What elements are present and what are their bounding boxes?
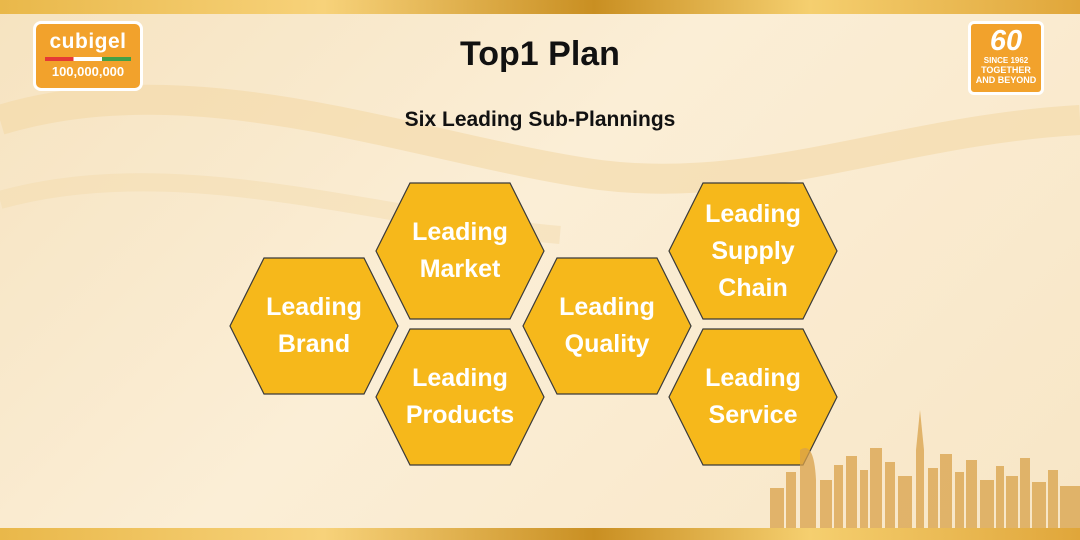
- hex-label-line1: Leading: [705, 199, 801, 228]
- hex-label-line3: Chain: [718, 273, 788, 302]
- hex-leading-products: Leading Products: [375, 328, 545, 466]
- hex-label-line1: Leading: [412, 364, 508, 392]
- hex-label-line2: Quality: [564, 330, 650, 358]
- logo-count-text: 100,000,000: [51, 64, 125, 79]
- top-decorative-band: [0, 0, 1080, 14]
- anniversary-tag-1: TOGETHER: [981, 65, 1031, 75]
- cubigel-logo: cubigel 100,000,000: [33, 21, 143, 91]
- hex-leading-service: Leading Service: [668, 328, 838, 466]
- anniversary-logo: 60 SINCE 1962 TOGETHER AND BEYOND: [968, 21, 1044, 95]
- logo-color-bar: [45, 57, 131, 61]
- page-title: Top1 Plan: [460, 35, 620, 73]
- hex-label-line1: Leading: [412, 218, 508, 246]
- hex-label-line1: Leading: [705, 364, 801, 392]
- hex-leading-supply-chain: Leading Supply Chain: [668, 182, 838, 320]
- hex-leading-quality: Leading Quality: [522, 257, 692, 395]
- city-skyline-decoration: [770, 410, 1080, 528]
- hex-label-line2: Market: [419, 255, 501, 283]
- hex-label-line2: Supply: [711, 236, 795, 265]
- hex-label-line2: Service: [708, 401, 798, 429]
- anniversary-tag-2: AND BEYOND: [975, 75, 1037, 85]
- hex-leading-market: Leading Market: [375, 182, 545, 320]
- hex-label-line2: Brand: [277, 330, 351, 358]
- logo-brand-text: cubigel: [49, 30, 127, 53]
- anniversary-number: 60: [989, 25, 1023, 57]
- hex-label-line1: Leading: [559, 293, 655, 321]
- page-subtitle: Six Leading Sub-Plannings: [404, 108, 676, 131]
- bottom-decorative-band: [0, 528, 1080, 540]
- hex-label-line2: Products: [405, 401, 515, 429]
- anniversary-since: SINCE 1962: [983, 56, 1029, 65]
- hex-leading-brand: Leading Brand: [229, 257, 399, 395]
- hex-label-line1: Leading: [266, 293, 362, 321]
